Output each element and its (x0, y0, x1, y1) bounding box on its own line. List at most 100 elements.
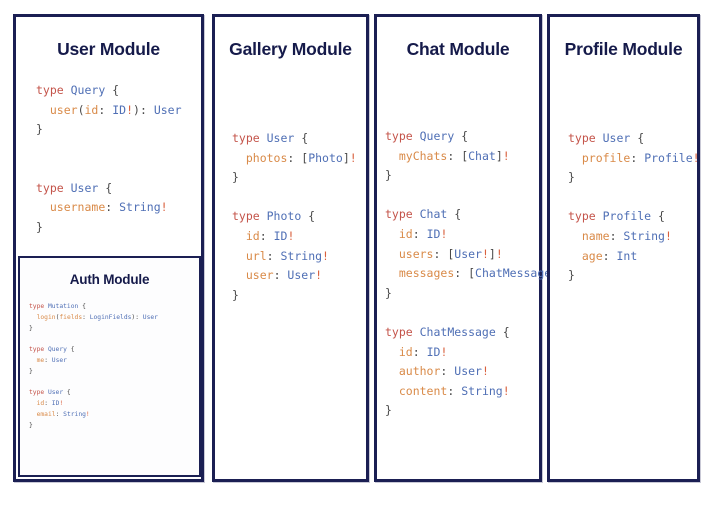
code-line: id: ID! (232, 227, 357, 247)
code-token: type (232, 209, 267, 224)
code-token: } (29, 324, 33, 332)
code-line: type Query { (36, 81, 182, 101)
code-token: user (49, 102, 78, 117)
code-line: type User { (232, 129, 357, 149)
code-token: ! (160, 200, 168, 215)
code-line: user(id: ID!): User (36, 101, 182, 121)
code-token: type (385, 129, 420, 143)
code-token: type (29, 303, 48, 310)
code-token: myChats (398, 148, 448, 163)
code-line: url: String! (232, 247, 357, 267)
code-token: ! (287, 228, 295, 243)
code-token (385, 227, 399, 241)
code-token: content (398, 383, 448, 398)
code-token: type (36, 180, 71, 195)
code-token: username (49, 200, 106, 215)
code-token (385, 384, 399, 398)
code-token: ! (440, 226, 448, 241)
code-token: Profile (602, 209, 652, 224)
code-token: ( (55, 313, 60, 321)
code-token: fields (59, 313, 83, 321)
code-token: ! (481, 246, 489, 261)
code-token: profile (581, 150, 631, 165)
module-panel-auth[interactable]: Auth Module type Mutation { login(fields… (18, 256, 201, 477)
code-token (568, 249, 582, 263)
code-line: } (36, 120, 182, 140)
code-token (385, 364, 399, 378)
code-line: type User { (36, 179, 182, 199)
code-token: Photo (266, 209, 302, 224)
code-token: ! (440, 344, 448, 359)
code-token: [ (447, 246, 455, 261)
code-line: users: [User!]! (385, 245, 565, 265)
code-token: User (287, 268, 316, 283)
code-token: String (623, 228, 665, 243)
code-line: messages: [ChatMessage]! (385, 264, 565, 284)
code-token: } (29, 421, 33, 429)
code-token: } (232, 287, 239, 302)
code-line: type Chat { (385, 205, 565, 225)
code-line: age: Int (568, 247, 700, 267)
schema-code-auth: type Mutation { login(fields: LoginField… (29, 302, 158, 432)
code-line: username: String! (36, 198, 182, 218)
module-panel-chat[interactable]: Chat Module type Query { myChats: [Chat]… (374, 14, 565, 482)
code-line: type Mutation { (29, 302, 158, 313)
module-panel-profile[interactable]: Profile Module type User { profile: Prof… (547, 14, 700, 482)
code-token: ) (133, 102, 140, 117)
code-line: id: ID! (385, 343, 565, 363)
code-blank-line (36, 140, 182, 179)
code-token: Int (616, 248, 638, 263)
code-token: ID (426, 226, 441, 241)
code-token: { (294, 131, 309, 145)
code-token: type (568, 131, 603, 145)
code-token: : (135, 313, 143, 321)
code-token: } (36, 122, 43, 137)
code-token: type (385, 324, 420, 339)
code-token: [ (468, 266, 476, 281)
code-token: ] (488, 246, 496, 261)
code-token: : (259, 228, 274, 243)
code-token: : (630, 150, 645, 165)
code-token: ! (349, 150, 357, 165)
code-token: age (581, 248, 603, 263)
code-line: } (232, 286, 357, 306)
code-line: id: ID! (385, 225, 565, 245)
code-token: : (609, 228, 624, 243)
code-token (385, 247, 399, 261)
code-token: { (98, 180, 113, 195)
module-panel-user[interactable]: User Module type Query { user(id: ID!): … (13, 14, 204, 482)
code-token: { (63, 389, 71, 397)
code-token: messages (398, 266, 455, 281)
code-token (385, 149, 399, 163)
code-token: : (433, 246, 448, 261)
schema-code-user: type Query { user(id: ID!): User} type Us… (36, 81, 182, 238)
module-title-chat: Chat Module (406, 39, 510, 59)
code-token: id (245, 228, 260, 243)
code-token: { (66, 346, 75, 354)
code-token: ID (273, 228, 288, 243)
code-token: photos (245, 150, 288, 165)
code-token: User (70, 180, 99, 195)
code-token: [ (301, 150, 309, 165)
module-panel-gallery[interactable]: Gallery Module type User { photos: [Phot… (212, 14, 369, 482)
code-line: content: String! (385, 382, 565, 402)
schema-code-gallery: type User { photos: [Photo]!}type Photo … (232, 129, 357, 305)
code-line: photos: [Photo]! (232, 149, 357, 169)
code-line: type Query { (385, 127, 565, 147)
code-token: ! (322, 248, 329, 263)
code-token: ! (502, 148, 510, 163)
code-token: User (47, 389, 64, 397)
module-title-gallery: Gallery Module (229, 39, 352, 59)
code-token: } (232, 170, 239, 185)
code-token (29, 400, 37, 407)
code-token: ! (85, 410, 90, 418)
code-token: User (153, 102, 182, 117)
code-line: } (29, 367, 158, 378)
code-token: : (105, 200, 120, 215)
code-token: ! (481, 364, 489, 379)
code-token: { (630, 131, 645, 145)
code-token: ( (77, 102, 85, 117)
code-token: ] (342, 150, 350, 165)
code-line: type Profile { (568, 207, 700, 227)
code-token: me (36, 356, 45, 364)
